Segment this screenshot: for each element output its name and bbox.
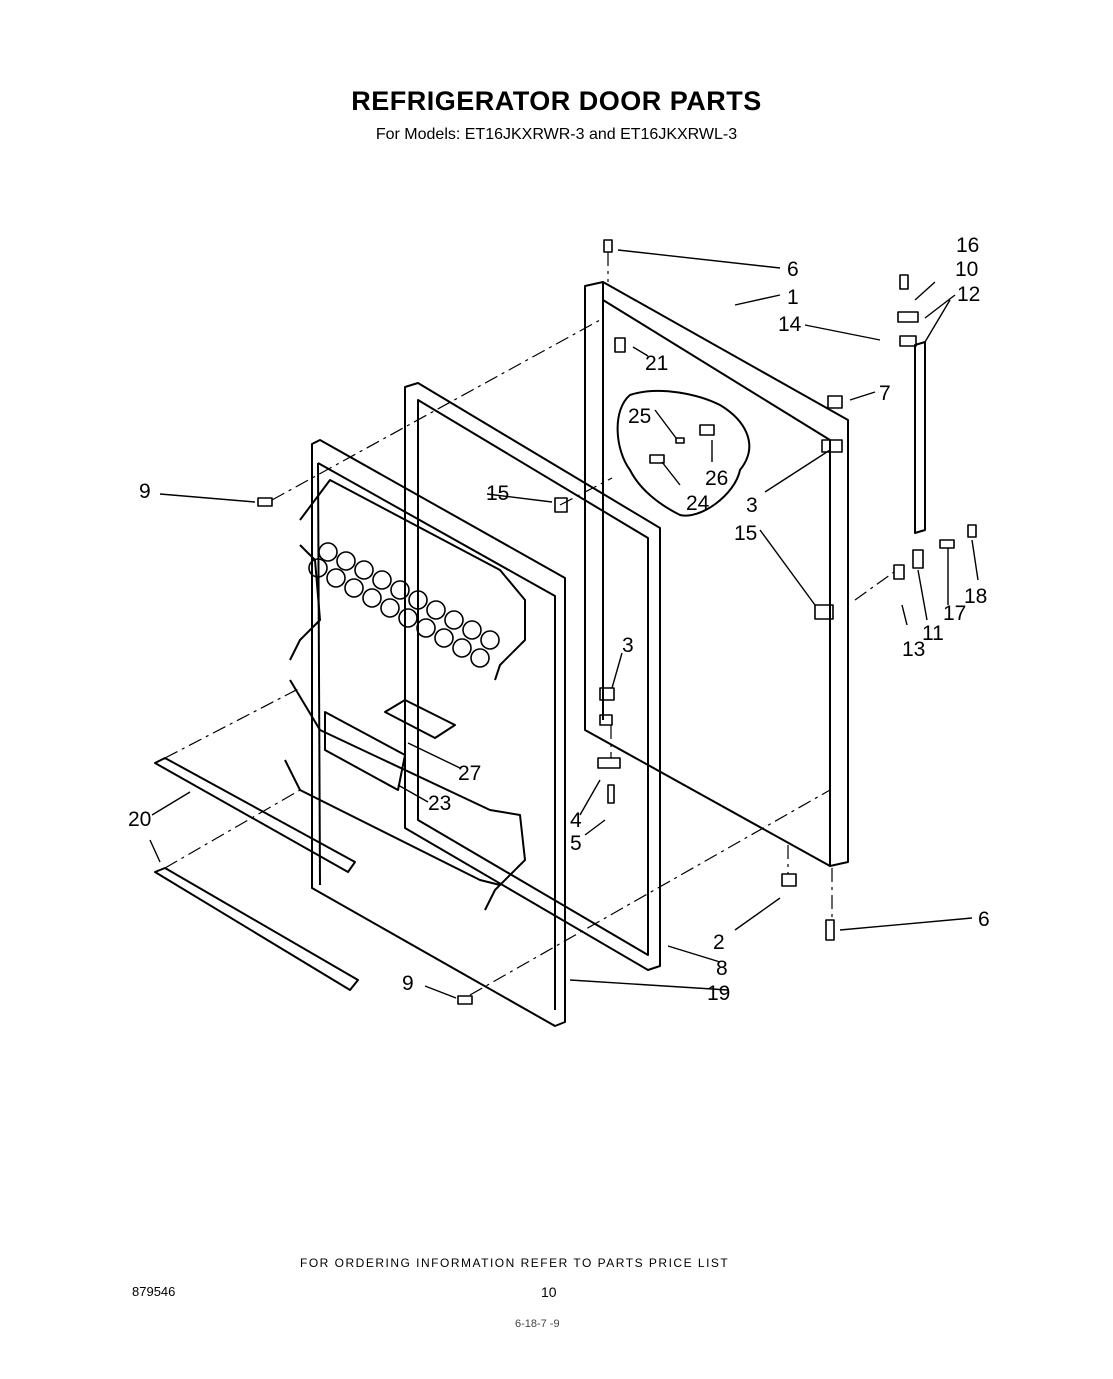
callout-1: 1 [787, 286, 799, 309]
callout-21: 21 [645, 352, 668, 375]
hardware-parts [257, 239, 977, 1005]
door-gasket [404, 382, 661, 971]
handwritten-note: 6-18-7 -9 [515, 1318, 560, 1330]
models-subtitle: For Models: ET16JKXRWR-3 and ET16JKXRWL-… [375, 126, 738, 143]
callout-6-bottom: 6 [978, 908, 990, 931]
dairy-door [324, 711, 406, 791]
callout-11: 11 [922, 622, 944, 645]
document-code: 879546 [132, 1284, 176, 1299]
callout-17: 17 [943, 602, 966, 625]
callout-12: 12 [957, 283, 980, 306]
callout-5: 5 [570, 832, 582, 855]
callout-27: 27 [458, 762, 481, 785]
shelf-bar-upper [154, 757, 356, 873]
ordering-info-note: FOR ORDERING INFORMATION REFER TO PARTS … [300, 1256, 730, 1270]
outer-door-panel [584, 281, 849, 867]
callout-9-lower: 9 [402, 972, 414, 995]
callout-9-upper: 9 [139, 480, 151, 503]
callout-19: 19 [707, 982, 730, 1005]
callout-24: 24 [686, 492, 710, 515]
callout-18: 18 [964, 585, 987, 608]
callout-25: 25 [628, 405, 651, 428]
callout-16: 16 [956, 234, 979, 257]
callout-3-lower: 3 [622, 634, 634, 657]
callout-10: 10 [955, 258, 978, 281]
callout-14: 14 [778, 313, 802, 336]
callout-labels: 1 2 3 3 4 5 6 6 7 8 9 9 10 11 12 13 14 1… [128, 234, 990, 1005]
shelf-bar-lower [154, 867, 359, 991]
callout-7: 7 [879, 382, 891, 405]
door-liner [284, 439, 566, 1027]
callout-8: 8 [716, 957, 728, 980]
callout-4: 4 [570, 809, 582, 832]
callout-6-top: 6 [787, 258, 799, 281]
egg-holder [308, 542, 500, 668]
hinge-bar [914, 341, 926, 534]
dairy-door-frame [384, 699, 456, 739]
callout-23: 23 [428, 792, 451, 815]
cutaway-blob [616, 389, 751, 517]
callout-2: 2 [713, 931, 725, 954]
page-number: 10 [541, 1284, 557, 1300]
callout-26: 26 [705, 467, 728, 490]
page-title: REFRIGERATOR DOOR PARTS [351, 86, 762, 116]
callout-15-left: 15 [486, 482, 509, 505]
callout-3-upper: 3 [746, 494, 758, 517]
callout-20: 20 [128, 808, 151, 831]
callout-13: 13 [902, 638, 925, 661]
callout-15-right: 15 [734, 522, 757, 545]
